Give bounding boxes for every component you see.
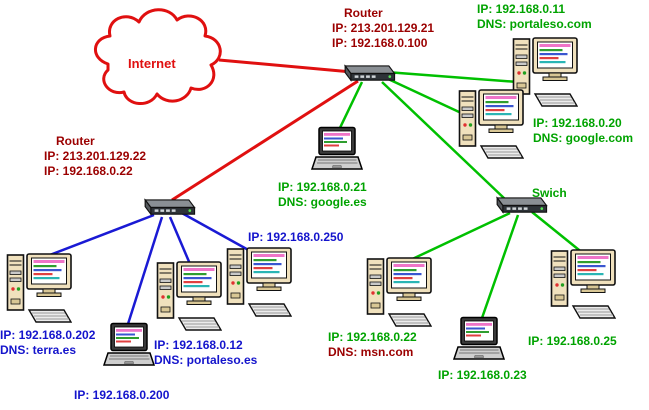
dns-text: DNS: msn.com — [328, 345, 414, 359]
router-top-label: Router IP: 213.201.129.21 IP: 192.168.0.… — [332, 6, 434, 51]
dns-text: DNS: terra.es — [0, 343, 77, 357]
dns-text: DNS: portaleso.es — [154, 353, 258, 367]
link-switch-to-pc-msn — [405, 211, 511, 264]
pc-google-com — [458, 88, 524, 162]
pc-msn-com — [366, 256, 432, 330]
ip-text: IP: 192.168.0.21 — [278, 180, 367, 194]
pc-portaleso-es — [156, 260, 222, 334]
laptop-200 — [102, 322, 156, 370]
pc-portaleso-com-label: IP: 192.168.0.11 DNS: portaleso.com — [477, 2, 592, 32]
pc-250 — [226, 246, 292, 320]
laptop-icon — [310, 126, 364, 174]
router-icon — [338, 64, 396, 83]
laptop-23-label: IP: 192.168.0.23 — [438, 368, 527, 382]
switch-label: Swich — [532, 186, 567, 200]
link-router-top-to-router-left — [171, 79, 359, 202]
link-router-left-to-pc-terra — [41, 213, 155, 260]
desktop-computer-icon — [458, 88, 524, 162]
link-internet-to-router-top — [218, 58, 353, 74]
laptop-icon — [102, 322, 156, 370]
desktop-computer-icon — [366, 256, 432, 330]
router-name: Router — [56, 134, 95, 148]
pc-msn-com-label: IP: 192.168.0.22 DNS: msn.com — [328, 330, 417, 360]
pc-25-label: IP: 192.168.0.25 — [528, 334, 617, 348]
desktop-computer-icon — [550, 248, 616, 322]
laptop-200-label: IP: 192.168.0.200 — [74, 388, 170, 402]
link-switch-to-laptop-23 — [480, 214, 520, 319]
laptop-23 — [452, 316, 506, 364]
pc-google-com-label: IP: 192.168.0.20 DNS: google.com — [533, 116, 633, 146]
ip-text: IP: 192.168.0.22 — [328, 330, 417, 344]
link-switch-to-pc-25 — [531, 211, 585, 255]
link-router-left-to-pc-250 — [179, 210, 253, 254]
router-left-label: Router IP: 213.201.129.22 IP: 192.168.0.… — [44, 134, 146, 179]
dns-text: DNS: google.es — [278, 195, 367, 209]
pc-25 — [550, 248, 616, 322]
router-left-device — [138, 198, 196, 217]
ip-text: IP: 192.168.0.20 — [533, 116, 622, 130]
router-wan-ip: IP: 213.201.129.21 — [332, 21, 435, 35]
laptop-google-es-label: IP: 192.168.0.21 DNS: google.es — [278, 180, 367, 210]
internet-cloud — [94, 8, 222, 105]
router-icon — [138, 198, 196, 217]
dns-text: DNS: portaleso.com — [477, 17, 592, 31]
link-router-top-to-switch — [381, 81, 507, 201]
link-router-left-to-laptop-200 — [126, 216, 164, 325]
link-router-top-to-pc-google-com — [385, 76, 473, 120]
desktop-computer-icon — [6, 252, 72, 326]
ip-text: IP: 192.168.0.202 — [0, 328, 96, 342]
pc-terra-es — [6, 252, 72, 326]
desktop-computer-icon — [226, 246, 292, 320]
pc-250-label: IP: 192.168.0.250 — [248, 230, 344, 244]
desktop-computer-icon — [156, 260, 222, 334]
link-router-left-to-pc-portaleso-es — [168, 216, 192, 265]
router-lan-ip: IP: 192.168.0.22 — [44, 164, 133, 178]
pc-terra-es-label: IP: 192.168.0.202 DNS: terra.es — [0, 328, 95, 358]
laptop-icon — [452, 316, 506, 364]
laptop-google-es — [310, 126, 364, 174]
ip-text: IP: 192.168.0.11 — [477, 2, 566, 16]
link-router-top-to-pc-portaleso-com — [385, 70, 519, 84]
internet-label: Internet — [128, 56, 176, 71]
router-top-device — [338, 64, 396, 83]
pc-portaleso-es-label: IP: 192.168.0.12 DNS: portaleso.es — [154, 338, 257, 368]
router-wan-ip: IP: 213.201.129.22 — [44, 149, 147, 163]
router-name: Router — [344, 6, 383, 20]
link-router-top-to-laptop-google-es — [336, 81, 364, 133]
dns-text: DNS: google.com — [533, 131, 634, 145]
ip-text: IP: 192.168.0.12 — [154, 338, 243, 352]
router-lan-ip: IP: 192.168.0.100 — [332, 36, 428, 50]
